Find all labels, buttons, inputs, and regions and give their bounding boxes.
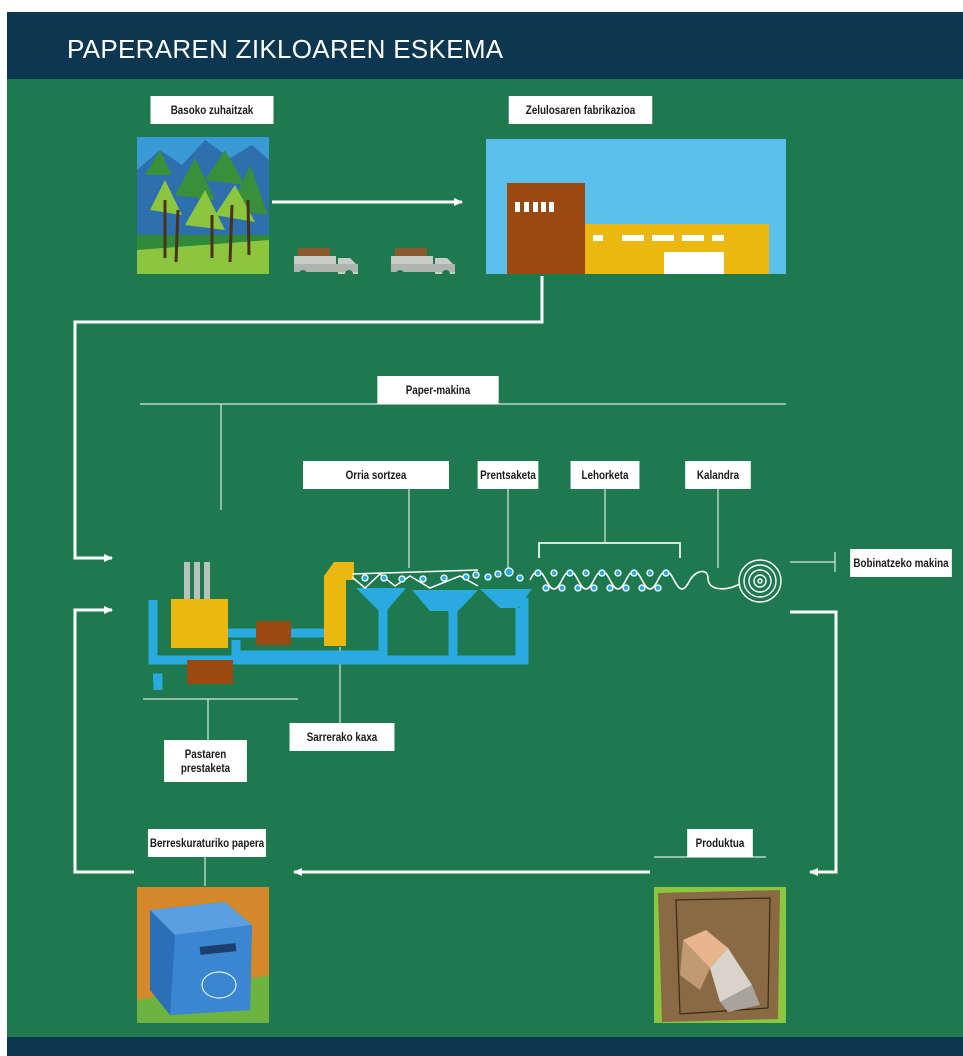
arrow-machine-to-product <box>790 610 838 876</box>
header-bar: PAPERAREN ZIKLOAREN ESKEMA <box>7 12 963 79</box>
truck-icon <box>391 248 455 278</box>
label-product: Produktua <box>687 829 753 857</box>
label-drying: Lehorketa <box>570 461 640 489</box>
paper-roll-icon <box>738 559 782 603</box>
label-pressing: Prentsaketa <box>477 461 539 489</box>
page-title: PAPERAREN ZIKLOAREN ESKEMA <box>67 34 504 64</box>
label-paper-machine: Paper-makina <box>377 376 499 404</box>
label-winder: Bobinatzeko makina <box>850 549 952 577</box>
label-stock-preparation: Pastaren prestaketa <box>164 740 247 782</box>
arrow-recovered-to-machine <box>73 606 134 874</box>
label-pulp-production: Zelulosaren fabrikazioa <box>508 96 653 124</box>
label-recovered-paper: Berreskuraturiko papera <box>147 829 267 857</box>
label-forest: Basoko zuhaitzak <box>150 96 274 124</box>
label-sheet-forming: Orria sortzea <box>303 461 449 489</box>
origami-product-icon <box>654 887 786 1023</box>
truck-icon <box>294 248 358 278</box>
label-headbox: Sarrerako kaxa <box>289 723 395 751</box>
factory-icon <box>486 139 786 274</box>
leader-lines <box>140 403 836 886</box>
footer-bar <box>7 1037 963 1056</box>
flow-arrows <box>73 198 838 876</box>
arrow-pulp-to-machine <box>73 276 544 562</box>
recycling-bin-icon <box>137 887 269 1023</box>
forest-icon <box>137 137 269 274</box>
label-calender: Kalandra <box>685 461 751 489</box>
paper-machine-icon <box>148 562 741 690</box>
